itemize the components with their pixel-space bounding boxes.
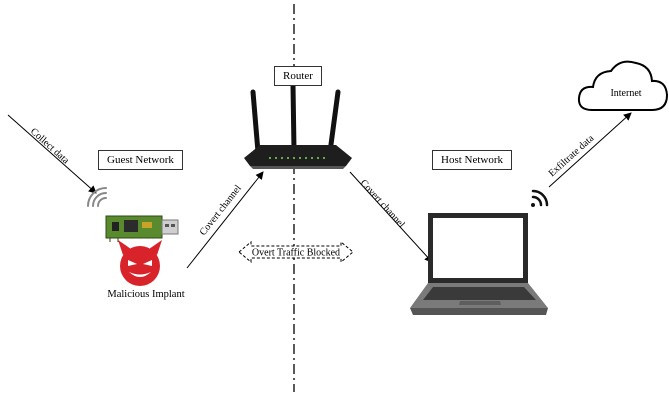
internet-label: Internet bbox=[610, 88, 641, 99]
host-network-label: Host Network bbox=[432, 150, 513, 170]
exfiltrate-data-arrow bbox=[548, 112, 632, 188]
devil-icon bbox=[118, 240, 162, 286]
wifi-signal-icon bbox=[531, 189, 549, 207]
guest-network-label: Guest Network bbox=[98, 150, 183, 170]
covert-channel-left-label: Covert channel bbox=[198, 183, 244, 238]
exfiltrate-data-label: Exfiltrate data bbox=[547, 133, 597, 180]
router-label: Router bbox=[274, 66, 322, 86]
covert-channel-right-label: Covert channel bbox=[358, 178, 407, 231]
collect-data-label: Collect data bbox=[28, 126, 71, 167]
usb-implant-icon bbox=[105, 215, 179, 242]
overt-traffic-blocked-label: Overt Traffic Blocked bbox=[252, 248, 340, 259]
malicious-implant-label: Malicious Implant bbox=[107, 289, 184, 300]
covert-channel-right-arrow bbox=[349, 171, 433, 263]
wifi-icon bbox=[87, 187, 107, 207]
laptop-icon bbox=[410, 213, 548, 315]
covert-channel-left-arrow bbox=[186, 171, 264, 269]
overt-traffic-blocked-arrow: Overt Traffic Blocked bbox=[238, 240, 354, 264]
cloud-icon: Internet bbox=[577, 60, 669, 111]
router-icon bbox=[244, 82, 352, 169]
collect-data-arrow bbox=[7, 114, 97, 194]
